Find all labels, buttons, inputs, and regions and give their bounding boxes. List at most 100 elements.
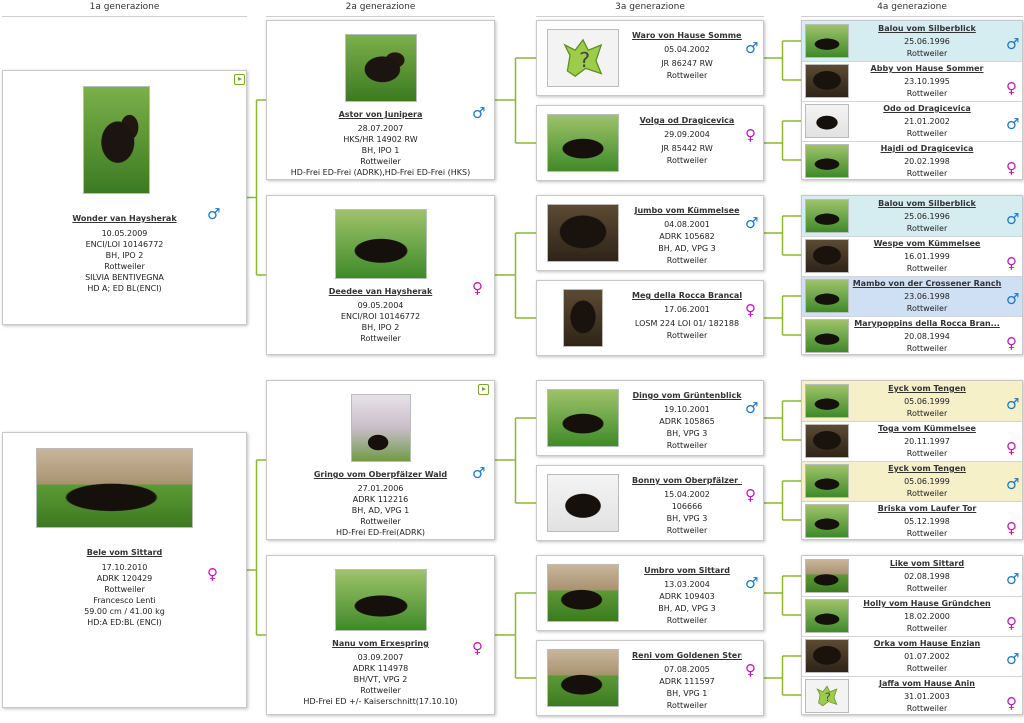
female-symbol-icon: ♀ [1006,159,1017,177]
dog-name-link[interactable]: Gringo vom Oberpfälzer Wald [313,470,448,479]
dog-name-link[interactable]: Dingo vom Grüntenblick [632,391,742,400]
dog-date: 20.11.1997 [904,437,950,446]
dog-photo[interactable] [805,464,849,498]
dog-name-link[interactable]: Wonder van Haysherak [72,214,177,223]
dog-entry-gen4[interactable]: Marypoppins della Rocca Bran...20.08.199… [802,316,1022,354]
dog-info: ADRK 111597 [659,677,715,686]
dog-card-gen3[interactable]: Meg della Rocca Brancale...17.06.2001LOS… [536,280,764,356]
dog-photo[interactable] [335,209,427,279]
dog-name-link[interactable]: Hajdi od Dragicevica [880,144,974,153]
dog-name-link[interactable]: Bele vom Sittard [86,548,163,557]
dog-date: 16.01.1999 [904,252,950,261]
dog-photo[interactable] [547,114,619,172]
dog-photo[interactable] [36,448,193,528]
dog-photo[interactable] [345,34,417,102]
dog-photo[interactable] [351,394,411,462]
dog-name-link[interactable]: Orka vom Hause Enzian [873,639,981,648]
dog-name-link[interactable]: Abby von Hause Sommer [870,64,984,73]
connector-gen2-0 [495,57,536,144]
dog-photo[interactable] [805,504,849,538]
dog-photo[interactable] [805,319,849,353]
dog-name-link[interactable]: Marypoppins della Rocca Bran... [854,319,1000,328]
dog-photo[interactable]: ? [547,29,619,87]
dog-name-link[interactable]: Odo od Dragicevica [883,104,971,113]
dog-photo[interactable] [547,389,619,447]
dog-name-link[interactable]: Like vom Sittard [889,559,965,568]
dog-photo[interactable] [83,86,150,194]
dog-name-link[interactable]: Reni vom Goldenen Stern [632,651,742,660]
dog-name-link[interactable]: Toga vom Kümmelsee [878,424,976,433]
dog-photo[interactable] [805,144,849,178]
dog-photo[interactable] [805,239,849,273]
dog-name-link[interactable]: Holly vom Hause Gründchen [863,599,991,608]
dog-photo[interactable] [805,424,849,458]
unknown-dog-placeholder-icon: ? [816,685,838,707]
dog-name-link[interactable]: Astor von Junipera [338,110,423,119]
dog-name-link[interactable]: Eyck vom Tengen [888,384,966,393]
dog-photo[interactable] [805,104,849,138]
video-play-icon[interactable] [234,74,245,85]
dog-photo[interactable] [805,559,849,593]
dog-photo[interactable] [547,564,619,622]
dog-name-link[interactable]: Balou vom Silberblick [878,199,976,208]
dog-photo[interactable] [805,24,849,58]
dog-name-link[interactable]: Balou vom Silberblick [878,24,976,33]
dog-info: 28.07.2007 [357,124,404,133]
dog-name-link[interactable]: Briska vom Laufer Tor [877,504,977,513]
dog-name-link[interactable]: Deedee van Haysherak [328,287,433,296]
video-play-icon[interactable] [478,384,489,395]
dog-photo[interactable] [563,289,603,347]
dog-name-link[interactable]: Nanu vom Erxespring [332,639,429,648]
dog-name-link[interactable]: Volga od Dragicevica [639,116,735,125]
dog-name-link[interactable]: Eyck vom Tengen [888,464,966,473]
dog-name-link[interactable]: Meg della Rocca Brancale... [632,291,742,300]
dog-photo[interactable] [805,64,849,98]
dog-name-link[interactable]: Waro von Hause Sommer [632,31,742,40]
dog-name-link[interactable]: Mambo von der Crossener Ranch [852,279,1002,288]
dog-photo[interactable]: ? [805,679,849,713]
dog-photo[interactable] [805,279,849,313]
dog-name-link[interactable]: Bonny vom Oberpfälzer ... [632,476,742,485]
dog-name-link[interactable]: Jumbo vom Kümmelsee [634,206,740,215]
dog-photo[interactable] [547,649,619,707]
dog-name-link[interactable]: Umbro vom Sittard [644,566,730,575]
dog-name-link[interactable]: Wespe vom Kümmelsee [873,239,981,248]
dog-photo[interactable] [805,639,849,673]
dog-photo[interactable] [547,474,619,532]
dog-photo[interactable] [547,204,619,262]
dog-photo[interactable] [335,569,427,631]
dog-photo[interactable] [805,599,849,633]
dog-photo[interactable] [805,384,849,418]
dog-name-link[interactable]: Jaffa vom Hause Anin [879,679,975,688]
dog-photo[interactable] [805,199,849,233]
male-symbol-icon: ♂ [1006,290,1020,308]
